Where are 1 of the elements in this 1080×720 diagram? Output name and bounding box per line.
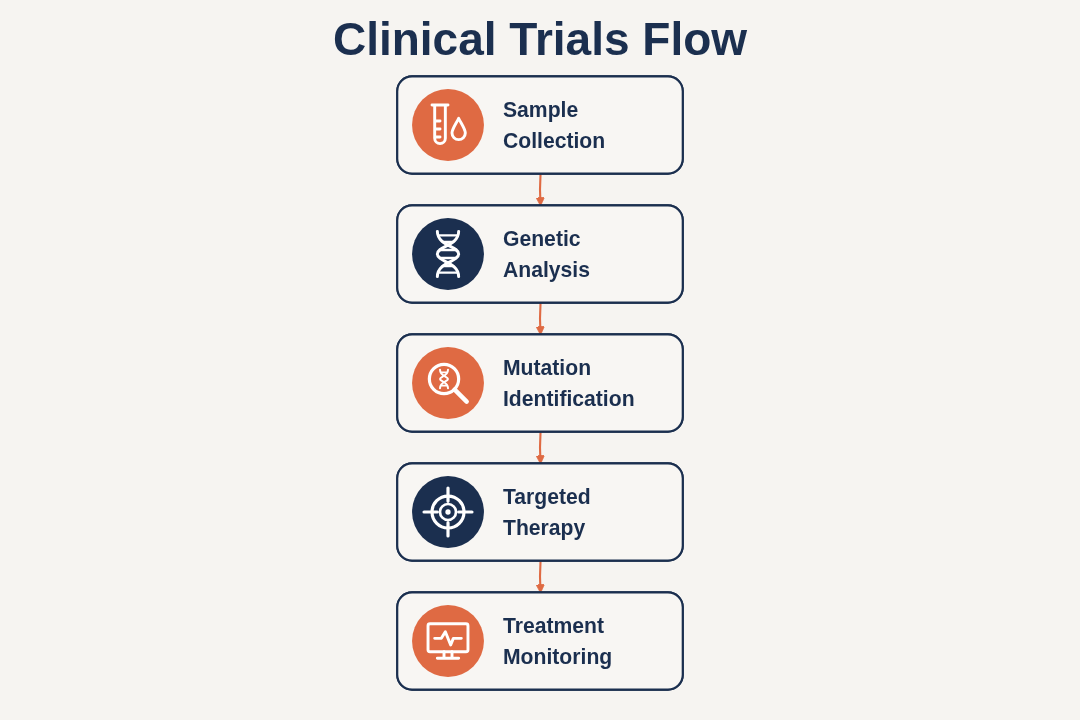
diagram-title: Clinical Trials Flow (332, 14, 748, 65)
